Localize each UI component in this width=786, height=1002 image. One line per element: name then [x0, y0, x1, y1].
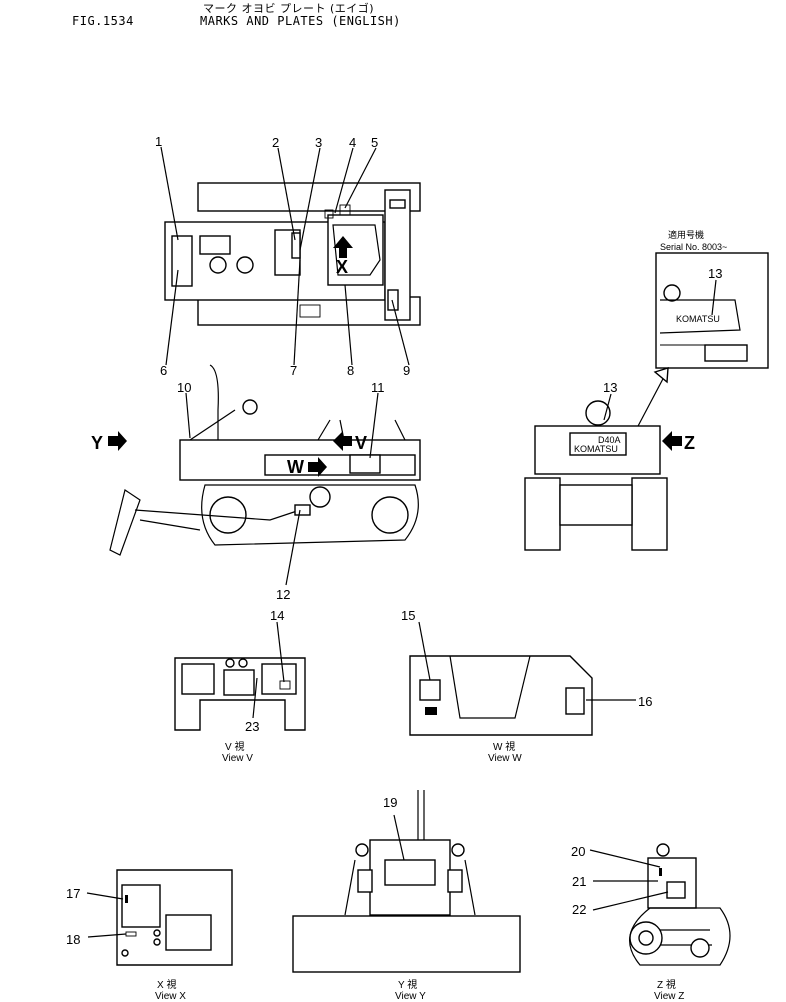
view-z-marker: Z	[684, 433, 695, 453]
view-v-drawing	[174, 657, 306, 731]
callout-18: 18	[66, 932, 80, 947]
callout-13-detail: 13	[708, 266, 722, 281]
callout-1: 1	[155, 134, 162, 149]
callout-8: 8	[347, 363, 354, 378]
serial-jp: 適用号機	[668, 229, 704, 240]
view-w-caption-jp: W 視	[493, 740, 515, 753]
rear-view-drawing	[524, 400, 668, 551]
view-y-caption: View Y	[395, 991, 426, 1002]
callout-11: 11	[371, 380, 385, 395]
view-z-caption: View Z	[654, 991, 684, 1002]
view-x-marker: X	[336, 257, 348, 277]
callout-4: 4	[349, 135, 356, 150]
view-y-marker: Y	[91, 433, 103, 453]
callout-21: 21	[572, 874, 586, 889]
callout-17: 17	[66, 886, 80, 901]
view-w-caption: View W	[488, 753, 522, 764]
callout-13: 13	[603, 380, 617, 395]
callout-22: 22	[572, 902, 586, 917]
top-view-drawing	[164, 182, 421, 326]
side-view-drawing	[109, 364, 421, 556]
callout-9: 9	[403, 363, 410, 378]
view-z-caption-jp: Z 視	[657, 978, 676, 991]
callout-5: 5	[371, 135, 378, 150]
view-x-caption-jp: X 視	[157, 978, 176, 991]
callout-7: 7	[290, 363, 297, 378]
callout-14: 14	[270, 608, 284, 623]
callout-6: 6	[160, 363, 167, 378]
view-x-caption: View X	[155, 991, 186, 1002]
title-japanese: マーク オヨビ プレート (エイゴ)	[203, 2, 375, 15]
top-view-leaders	[160, 146, 410, 366]
callout-15: 15	[401, 608, 415, 623]
view-y-drawing	[292, 790, 521, 973]
serial-label: Serial No. 8003~	[660, 242, 727, 252]
callout-23: 23	[245, 719, 259, 734]
callout-2: 2	[272, 135, 279, 150]
title-english: MARKS AND PLATES (ENGLISH)	[200, 14, 401, 28]
callout-10: 10	[177, 380, 191, 395]
view-x-drawing	[116, 869, 233, 966]
callout-16: 16	[638, 694, 652, 709]
plate-brand-small: KOMATSU	[676, 314, 720, 324]
view-v-marker: V	[355, 433, 367, 453]
callout-20: 20	[571, 844, 585, 859]
plate-brand: KOMATSU	[574, 444, 618, 454]
callout-19: 19	[383, 795, 397, 810]
callout-3: 3	[315, 135, 322, 150]
view-w-marker: W	[287, 457, 304, 477]
plate-model: D40A	[598, 435, 621, 445]
callout-12: 12	[276, 587, 290, 602]
detail-arrow	[636, 374, 666, 429]
figure-number: FIG.1534	[72, 14, 134, 28]
view-z-drawing	[629, 843, 731, 966]
view-v-caption: View V	[222, 753, 253, 764]
view-y-caption-jp: Y 視	[398, 978, 417, 991]
view-w-drawing	[409, 655, 593, 736]
view-v-caption-jp: V 視	[225, 740, 244, 753]
